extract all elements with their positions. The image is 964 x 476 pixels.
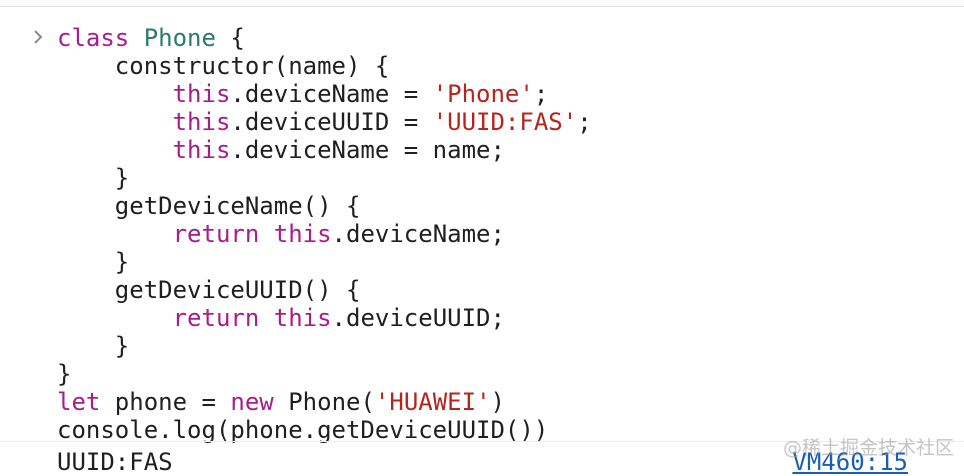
code-line: console.log(phone.getDeviceUUID()) [57, 416, 592, 444]
code-token: } [57, 332, 130, 360]
code-line: this.deviceName = name; [57, 136, 592, 164]
code-token: class [57, 24, 144, 52]
code-token: .deviceName = name; [230, 136, 505, 164]
code-token: 'Phone' [432, 80, 534, 108]
chevron-right-icon [34, 30, 43, 44]
code-token: } [57, 360, 72, 388]
code-line: this.deviceName = 'Phone'; [57, 80, 592, 108]
code-line: let phone = new Phone('HUAWEI') [57, 388, 592, 416]
source-link[interactable]: VM460:15 [792, 448, 908, 476]
code-token: } [57, 164, 130, 192]
code-token: ) [490, 388, 505, 416]
code-token: 'UUID:FAS' [432, 108, 578, 136]
code-token [259, 304, 273, 332]
code-line: getDeviceName() { [57, 192, 592, 220]
code-line: } [57, 360, 592, 388]
code-line: getDeviceUUID() { [57, 276, 592, 304]
code-token: this [172, 80, 231, 108]
output-value: UUID:FAS [57, 448, 173, 476]
code-token [57, 80, 173, 108]
console-output-entry: UUID:FAS VM460:15 [0, 442, 964, 476]
code-token [57, 220, 173, 248]
code-block: class Phone { constructor(name) { this.d… [57, 24, 592, 444]
code-token: this [172, 136, 231, 164]
code-token: getDeviceName() { [57, 192, 361, 220]
code-token: .deviceUUID = [230, 108, 433, 136]
code-line: class Phone { [57, 24, 592, 52]
code-token: .deviceName = [230, 80, 433, 108]
code-token: Phone( [273, 388, 375, 416]
code-token: Phone [143, 24, 216, 52]
code-token: { [215, 24, 245, 52]
code-token: return [172, 304, 260, 332]
code-line: this.deviceUUID = 'UUID:FAS'; [57, 108, 592, 136]
code-line: constructor(name) { [57, 52, 592, 80]
code-token: getDeviceUUID() { [57, 276, 361, 304]
code-token: new [230, 388, 274, 416]
code-line: } [57, 164, 592, 192]
console-top-border [0, 0, 964, 7]
code-token: let [57, 388, 101, 416]
code-token: .deviceUUID; [331, 304, 505, 332]
console-input-entry[interactable]: class Phone { constructor(name) { this.d… [0, 10, 964, 444]
code-token: this [273, 304, 332, 332]
code-token: return [172, 220, 260, 248]
code-line: } [57, 248, 592, 276]
code-line: return this.deviceUUID; [57, 304, 592, 332]
code-token [57, 304, 173, 332]
code-token: ; [533, 80, 549, 108]
code-token: this [273, 220, 332, 248]
code-token: phone = [100, 388, 231, 416]
code-line: return this.deviceName; [57, 220, 592, 248]
code-token [57, 136, 173, 164]
code-token [57, 108, 173, 136]
code-token: ; [577, 108, 592, 136]
code-token [259, 220, 273, 248]
code-token: 'HUAWEI' [374, 388, 491, 416]
code-token: } [57, 248, 130, 276]
code-token: constructor(name) { [57, 52, 390, 80]
code-token: console.log(phone.getDeviceUUID()) [57, 416, 549, 444]
code-token: .deviceName; [331, 220, 505, 248]
code-token: this [172, 108, 231, 136]
console-divider [0, 441, 964, 442]
code-line: } [57, 332, 592, 360]
